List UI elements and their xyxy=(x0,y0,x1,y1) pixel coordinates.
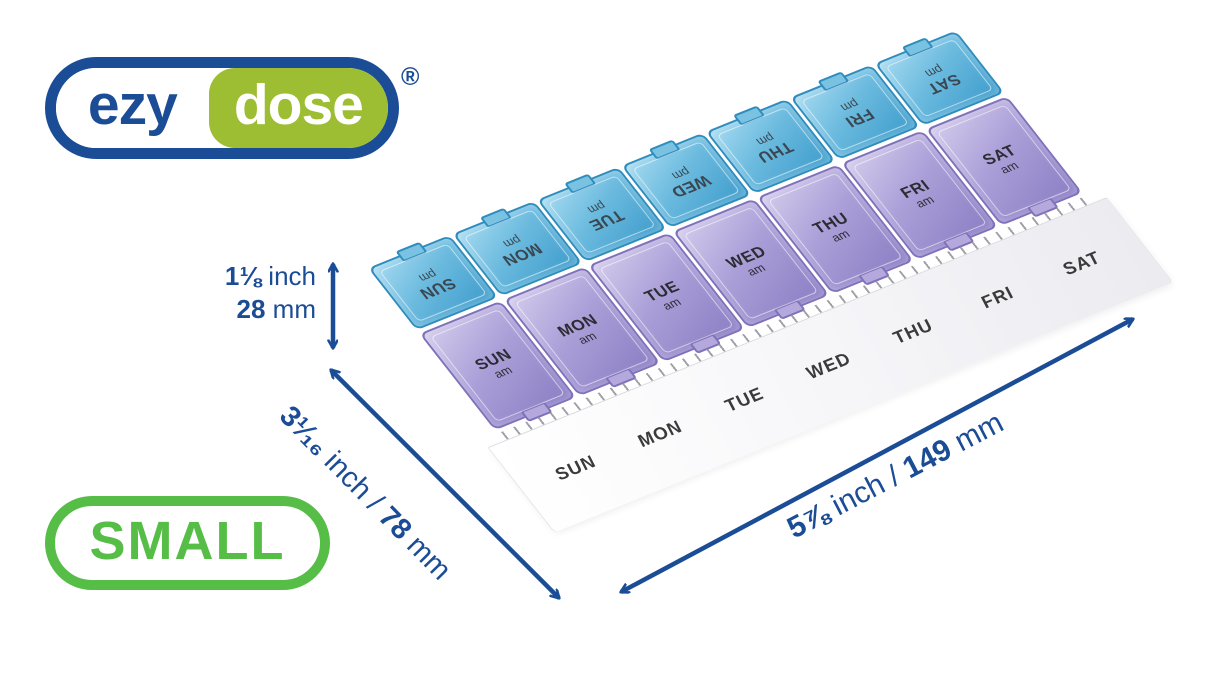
registered-trademark-symbol: ® xyxy=(401,63,420,91)
lid-period-label: am xyxy=(659,295,685,313)
height-dimension-inches: 1⅛ inch xyxy=(200,260,316,293)
length-unit-inches: inch xyxy=(826,467,891,523)
logo-dose-text: dose xyxy=(233,73,364,137)
lid-period-label: am xyxy=(912,192,938,211)
length-dimension-label: 5⅞ inch / 149 mm xyxy=(782,406,1009,546)
lid-period-label: am xyxy=(997,158,1022,177)
height-unit-inches: inch xyxy=(268,261,316,291)
length-value-inches: 5⅞ xyxy=(782,496,835,546)
depth-value-mm: 78 xyxy=(372,500,418,547)
height-dimension-label: 1⅛ inch 28 mm xyxy=(200,260,316,326)
size-badge-label: SMALL xyxy=(89,511,286,571)
pill-organizer: SUN pm MON pm TUE pm WED pm xyxy=(368,30,1174,533)
tray-day-label-fri: FRI xyxy=(976,283,1019,312)
logo-ezy-segment: ezy xyxy=(56,68,209,148)
length-value-mm: 149 xyxy=(897,432,958,486)
lid-period-label: am xyxy=(743,261,769,279)
height-unit-mm: mm xyxy=(272,294,316,324)
lid-period-label: am xyxy=(828,226,853,245)
size-badge: SMALL xyxy=(45,496,330,590)
tray-day-label-sat: SAT xyxy=(1057,248,1106,279)
brand-logo: ezy dose xyxy=(45,57,399,159)
tray-day-label-wed: WED xyxy=(801,348,856,383)
height-value-inches: 1⅛ xyxy=(224,261,262,291)
lid-period-label: am xyxy=(490,363,516,382)
tray-day-label-sun: SUN xyxy=(549,451,601,484)
tray-day-label-tue: TUE xyxy=(719,384,769,416)
logo-ezy-text: ezy xyxy=(87,73,178,137)
tray-day-label-thu: THU xyxy=(887,315,938,348)
tray-day-label-mon: MON xyxy=(632,417,688,451)
length-unit-mm: mm xyxy=(949,405,1009,459)
depth-unit-mm: mm xyxy=(400,529,458,587)
depth-unit-inches: inch xyxy=(317,445,379,506)
depth-value-inches: 3¹⁄₁₆ xyxy=(273,400,336,463)
height-dimension-mm: 28 mm xyxy=(200,293,316,326)
logo-dose-segment: dose xyxy=(208,68,388,148)
height-value-mm: 28 xyxy=(236,294,266,324)
lid-period-label: am xyxy=(575,329,600,347)
